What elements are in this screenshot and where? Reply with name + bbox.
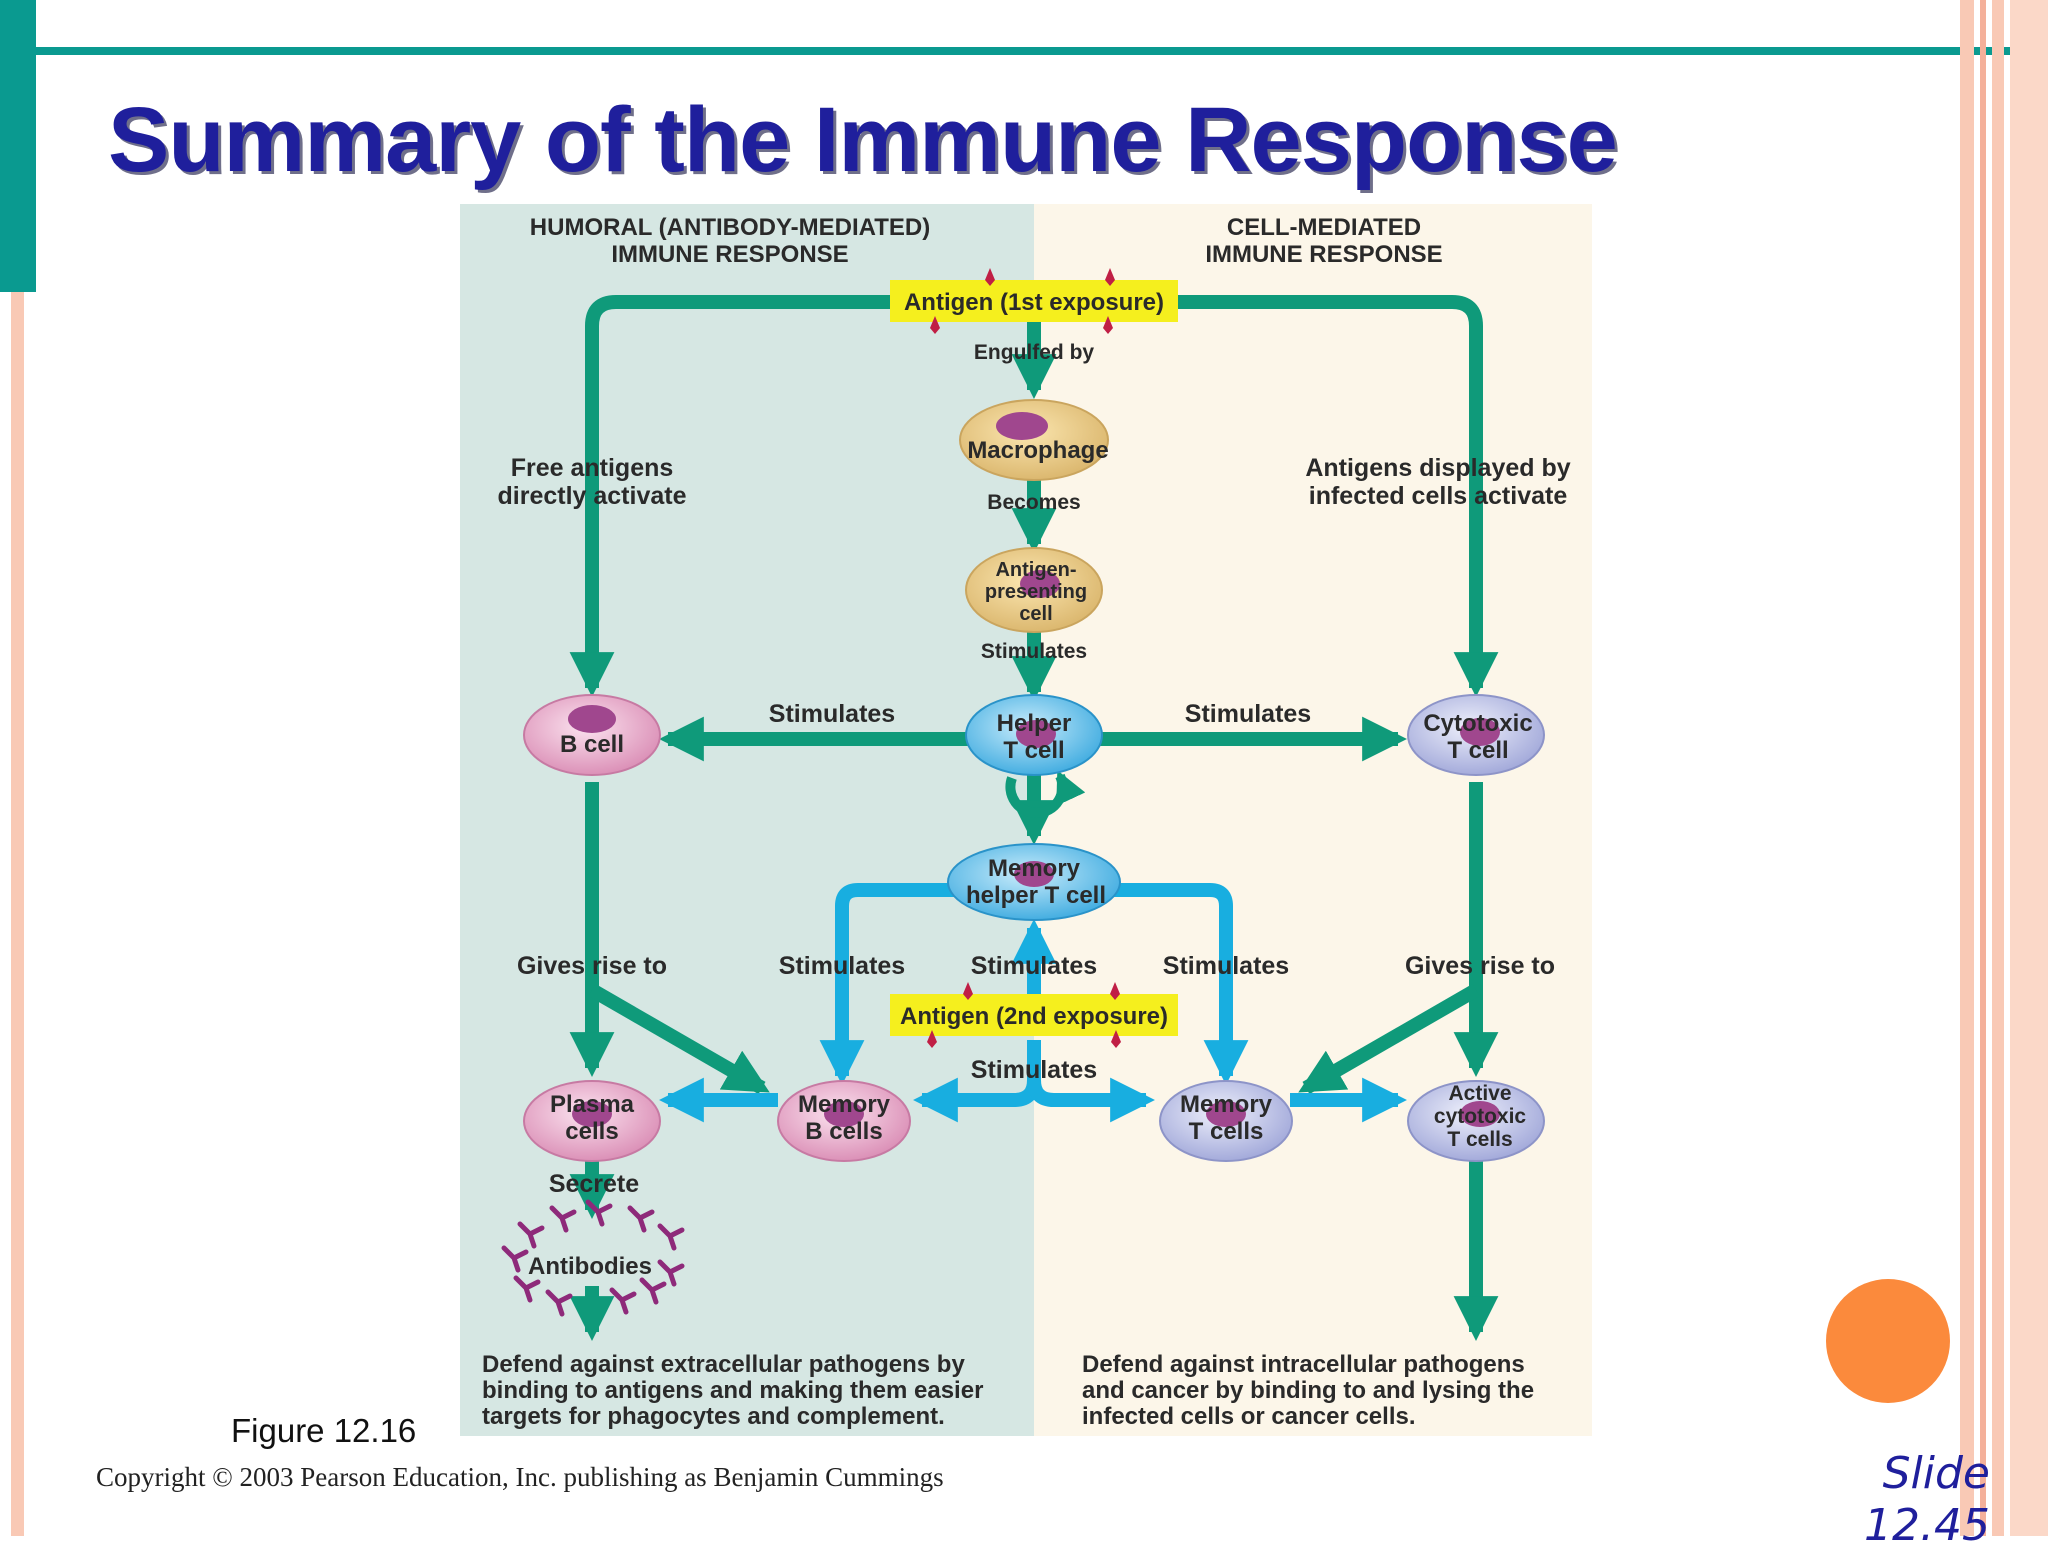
humoral-panel bbox=[460, 204, 1034, 1436]
cytotoxic-label-line1: Cytotoxic bbox=[1423, 710, 1532, 737]
memory-b-nucleus bbox=[824, 1101, 864, 1127]
active-cytotoxic-nucleus bbox=[1460, 1101, 1500, 1127]
memory-t-label-line1: Memory bbox=[1180, 1091, 1273, 1118]
plasma-label-line1: Plasma bbox=[550, 1091, 635, 1118]
memory-helper-label-line1: Memory bbox=[988, 855, 1081, 882]
humoral-defense-line3: targets for phagocytes and complement. bbox=[482, 1403, 945, 1430]
arrow-antigen-to-bcell bbox=[569, 295, 890, 697]
antigen-second-exposure-label: Antigen (2nd exposure) bbox=[900, 1003, 1168, 1030]
engulfed-by-label: Engulfed by bbox=[974, 341, 1094, 364]
arrow-cytotoxic-to-memory-t bbox=[1298, 983, 1480, 1095]
humoral-defense-line2: binding to antigens and making them easi… bbox=[482, 1377, 983, 1404]
helper-label-line1: Helper bbox=[997, 710, 1072, 737]
title-rule bbox=[36, 47, 2032, 55]
cell-header-line2: IMMUNE RESPONSE bbox=[1205, 241, 1442, 268]
slide-word: Slide bbox=[1882, 1448, 1990, 1499]
antibodies-label: Antibodies bbox=[528, 1253, 652, 1280]
cytotoxic-nucleus bbox=[1460, 718, 1500, 746]
memory-helper-label-line2: helper T cell bbox=[966, 882, 1106, 909]
displayed-antigens-line2: infected cells activate bbox=[1309, 482, 1568, 510]
arrow-memoryhelper-to-memory-b bbox=[819, 883, 960, 1085]
stimulates-bcell-label: Stimulates bbox=[769, 700, 895, 728]
cytotoxic-label-line2: T cell bbox=[1447, 737, 1508, 764]
memory-b-label-line2: B cells bbox=[805, 1118, 882, 1145]
apc-label-line3: cell bbox=[1019, 603, 1052, 625]
b-cell-nucleus bbox=[568, 705, 616, 733]
apc-label-line1: Antigen- bbox=[995, 559, 1076, 581]
arrow-memoryhelper-to-memory-t bbox=[1108, 883, 1249, 1085]
helper-label-line2: T cell bbox=[1003, 737, 1064, 764]
antigen-first-exposure-label: Antigen (1st exposure) bbox=[904, 289, 1164, 316]
humoral-header-line2: IMMUNE RESPONSE bbox=[611, 241, 848, 268]
cell-defense-line3: infected cells or cancer cells. bbox=[1082, 1403, 1416, 1430]
left-accent-bar bbox=[0, 0, 36, 292]
b-cell bbox=[523, 694, 661, 776]
copyright-notice: Copyright © 2003 Pearson Education, Inc.… bbox=[96, 1462, 944, 1492]
helper-nucleus bbox=[1016, 720, 1056, 748]
free-antigens-line2: directly activate bbox=[498, 482, 687, 510]
active-label-line3: T cells bbox=[1447, 1128, 1512, 1151]
humoral-header-line1: HUMORAL (ANTIBODY-MEDIATED) bbox=[530, 214, 930, 241]
arrow-antigen2-to-memory-t bbox=[1027, 1077, 1155, 1123]
gives-rise-to-humoral-label: Gives rise to bbox=[517, 952, 667, 980]
memory-b-label-line1: Memory bbox=[798, 1091, 891, 1118]
gives-rise-to-cell-label: Gives rise to bbox=[1405, 952, 1555, 980]
antigen-spikes bbox=[927, 268, 1121, 1048]
macrophage-nucleus bbox=[996, 412, 1048, 440]
left-peach-stripe bbox=[11, 292, 24, 1536]
stimulates-memory-helper-label: Stimulates bbox=[971, 952, 1097, 980]
apc-label-line2: presenting bbox=[985, 581, 1087, 603]
plasma-label-line2: cells bbox=[565, 1118, 618, 1145]
cell-defense-line2: and cancer by binding to and lysing the bbox=[1082, 1377, 1534, 1404]
active-label-line1: Active bbox=[1448, 1082, 1511, 1105]
stimulates-cytotoxic-label: Stimulates bbox=[1185, 700, 1311, 728]
helper-self-loop-arrow bbox=[1005, 770, 1086, 818]
orange-circle-decoration bbox=[1826, 1279, 1950, 1403]
slide-number-value: 12.45 bbox=[1864, 1500, 1990, 1551]
macrophage-cell bbox=[959, 399, 1109, 481]
antibody-icons bbox=[501, 1199, 685, 1317]
antigen-second-exposure-box bbox=[890, 994, 1178, 1036]
cell-mediated-panel bbox=[1034, 204, 1592, 1436]
antigen-first-exposure-box bbox=[890, 280, 1178, 322]
right-decorative-stripes bbox=[1960, 0, 2048, 1536]
slide-title: Summary of the Immune Response bbox=[108, 89, 1618, 191]
stimulates-memory-b-label: Stimulates bbox=[779, 952, 905, 980]
free-antigens-line1: Free antigens bbox=[511, 454, 674, 482]
figure-caption: Figure 12.16 bbox=[231, 1412, 417, 1449]
arrow-bcell-to-memory-b bbox=[588, 983, 770, 1095]
cell-defense-line1: Defend against intracellular pathogens bbox=[1082, 1351, 1525, 1378]
arrow-antigen-to-cytotoxic bbox=[1178, 295, 1499, 697]
displayed-antigens-line1: Antigens displayed by bbox=[1305, 454, 1570, 482]
secrete-label: Secrete bbox=[549, 1170, 639, 1198]
memory-t-label-line2: T cells bbox=[1189, 1118, 1264, 1145]
stimulates-memory-t-label: Stimulates bbox=[1163, 952, 1289, 980]
immune-response-diagram: HUMORAL (ANTIBODY-MEDIATED) IMMUNE RESPO… bbox=[460, 204, 1592, 1436]
stimulates-apc-label: Stimulates bbox=[981, 640, 1087, 663]
becomes-label: Becomes bbox=[987, 491, 1080, 514]
cell-header-line1: CELL-MEDIATED bbox=[1227, 214, 1421, 241]
apc-nucleus bbox=[1020, 570, 1060, 598]
slide-number: Slide 12.45 bbox=[1840, 1448, 1990, 1552]
active-label-line2: cytotoxic bbox=[1434, 1105, 1527, 1128]
plasma-nucleus bbox=[572, 1101, 612, 1127]
b-cell-label: B cell bbox=[560, 731, 624, 758]
memory-t-nucleus bbox=[1206, 1101, 1246, 1127]
humoral-defense-line1: Defend against extracellular pathogens b… bbox=[482, 1351, 965, 1378]
macrophage-label: Macrophage bbox=[967, 437, 1108, 464]
stimulates-second-exposure-label: Stimulates bbox=[971, 1056, 1097, 1084]
memory-helper-nucleus bbox=[1014, 861, 1054, 887]
